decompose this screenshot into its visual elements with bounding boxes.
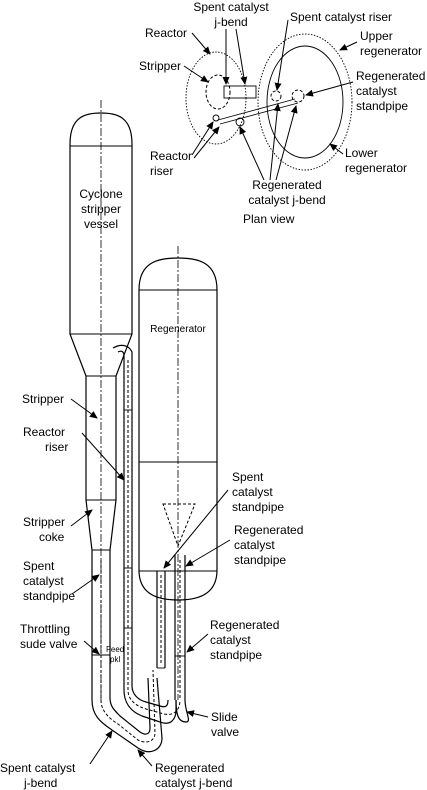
plan-label-spent-riser: Spent catalyst riser — [290, 10, 392, 24]
feed-label-2: pkl — [110, 655, 120, 664]
plan-view: Spent catalyst j-bend Spent catalyst ris… — [139, 0, 425, 226]
plan-regen-jbend-path — [217, 98, 299, 125]
plan-regen-jbend-cap — [235, 117, 245, 127]
regenerated-catalyst-jbend — [123, 630, 177, 724]
plan-spent-riser-circle — [270, 90, 282, 102]
spent-standpipe-left-3: standpipe — [23, 589, 75, 603]
spent-catalyst-jbend — [91, 660, 163, 753]
regen-standpipe-lower-1: Regenerated — [210, 618, 279, 632]
vessel-label-1: Cyclone — [79, 187, 123, 201]
stripper-coke-label-2: coke — [39, 530, 65, 544]
elevation-view: Feed pkl Cyclone stripper vessel Regener… — [0, 100, 303, 790]
regen-standpipe-lower-3: standpipe — [210, 648, 262, 662]
spent-standpipe-right-1: Spent — [232, 470, 264, 484]
reactor-riser-label-2: riser — [45, 440, 68, 454]
plan-label-upper-regen-1: Upper — [360, 29, 393, 43]
vessel-label-2: stripper — [81, 202, 121, 216]
plan-reactor-riser-circle — [212, 114, 220, 122]
plan-label-lower-regen-1: Lower — [345, 146, 378, 160]
plan-label-regen-standpipe-2: catalyst — [356, 84, 397, 98]
plan-label-regen-standpipe-3: standpipe — [356, 99, 408, 113]
spent-standpipe-left-2: catalyst — [23, 574, 64, 588]
plan-label-regen-standpipe-1: Regenerated — [356, 69, 425, 83]
throttling-valve-label-1: Throttling — [20, 622, 70, 636]
regen-jbend-label-2: catalyst j-bend — [155, 776, 232, 790]
plan-label-reactor-riser-1: Reactor — [150, 149, 192, 163]
plan-lower-regenerator-circle — [266, 45, 344, 159]
vessel-label-3: vessel — [84, 217, 118, 231]
plan-upper-regenerator-circle — [257, 33, 353, 171]
plan-spent-jbend — [223, 85, 257, 99]
plan-label-reactor-riser-2: riser — [150, 164, 173, 178]
plan-label-stripper: Stripper — [139, 59, 181, 73]
spent-jbend-label-1: Spent catalyst — [0, 761, 76, 775]
throttling-valve-label-2: sude valve — [20, 637, 78, 651]
spent-standpipe-left-1: Spent — [23, 559, 55, 573]
plan-label-regen-jbend-2: catalyst j-bend — [248, 193, 325, 207]
reactor-riser-pipe — [112, 344, 133, 630]
regen-standpipe-right-2: catalyst — [234, 538, 275, 552]
regen-standpipe-right-1: Regenerated — [234, 523, 303, 537]
plan-view-title: Plan view — [243, 212, 295, 226]
stripper-coke-label-1: Stripper — [23, 515, 65, 529]
slide-valve-label-2: valve — [211, 725, 239, 739]
feed-label-1: Feed — [106, 645, 124, 654]
regen-standpipe-lower-2: catalyst — [210, 633, 251, 647]
stripper-label: Stripper — [22, 392, 64, 406]
spent-jbend-label-2: j-bend — [23, 776, 57, 790]
plan-label-upper-regen-2: regenerator — [360, 44, 422, 58]
plan-regen-standpipe-circle — [291, 89, 305, 103]
plan-label-reactor: Reactor — [145, 26, 187, 40]
plan-stripper-circle — [205, 74, 231, 110]
spent-standpipe-right-3: standpipe — [232, 500, 284, 514]
slide-valve-label-1: Slide — [211, 710, 238, 724]
plan-label-lower-regen-2: regenerator — [345, 161, 407, 175]
regen-jbend-label-1: Regenerated — [155, 761, 224, 775]
plan-label-spent-jbend-2: j-bend — [213, 15, 247, 29]
regenerator-label: Regenerator — [150, 324, 206, 335]
plan-label-regen-jbend-1: Regenerated — [252, 178, 321, 192]
regen-standpipe-right-3: standpipe — [234, 553, 286, 567]
reactor-riser-label-1: Reactor — [23, 425, 65, 439]
spent-standpipe-right-2: catalyst — [232, 485, 273, 499]
plan-label-spent-jbend-1: Spent catalyst — [193, 0, 269, 14]
